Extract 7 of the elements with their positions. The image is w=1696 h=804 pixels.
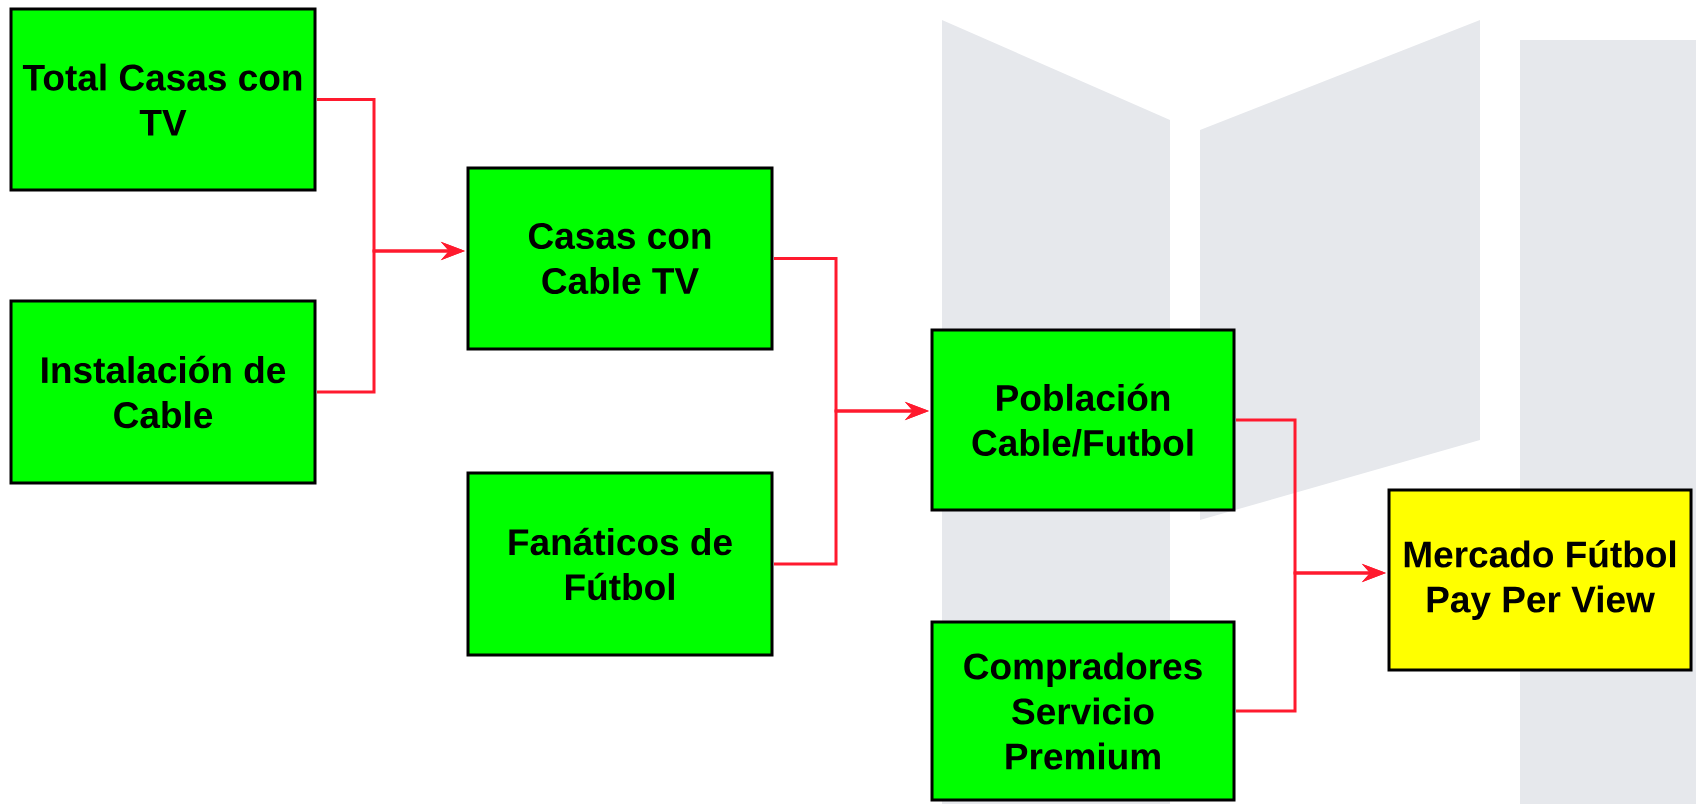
- process-box: Casas con Cable TV: [466, 166, 774, 351]
- process-box: Mercado Fútbol Pay Per View: [1387, 488, 1693, 672]
- process-box: Total Casas con TV: [9, 7, 317, 192]
- process-box: Fanáticos de Fútbol: [466, 471, 774, 657]
- process-box: Población Cable/Futbol: [930, 328, 1236, 512]
- process-box: Instalación de Cable: [9, 299, 317, 485]
- process-box: Compradores Servicio Premium: [930, 620, 1236, 802]
